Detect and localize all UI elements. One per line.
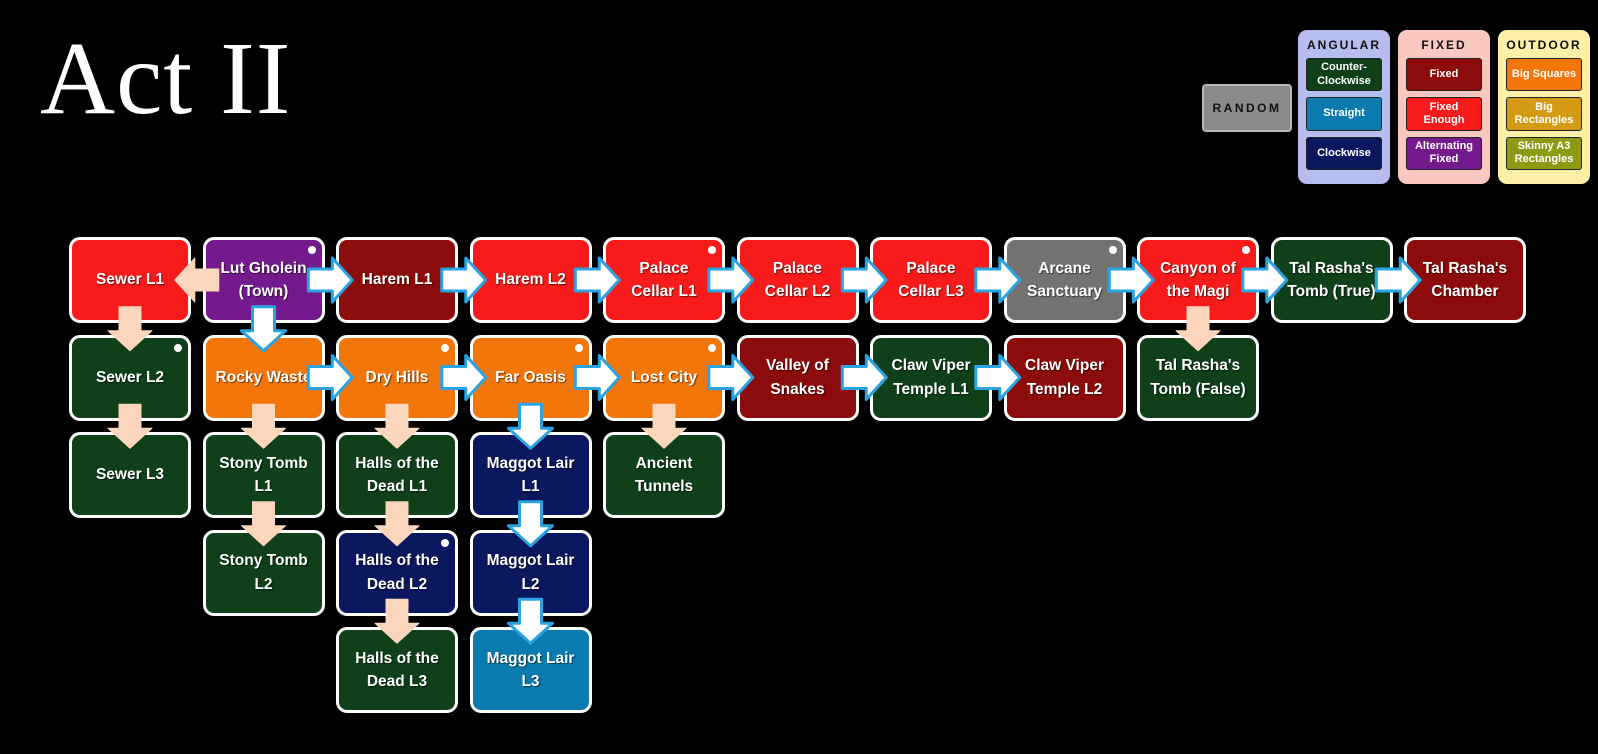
area-maggot-lair-l2: Maggot Lair L2	[469, 529, 592, 616]
marker-dot-icon	[441, 343, 449, 352]
legend-panel-fixed: FIXED Fixed Fixed Enough Alternating Fix…	[1398, 30, 1490, 184]
area-tal-rashas-tomb-true: Tal Rasha's Tomb (True)	[1270, 237, 1393, 323]
area-label: Halls of the Dead L3	[355, 649, 439, 690]
area-harem-l2: Harem L2	[469, 237, 592, 323]
legend-item-fixed-enough: Fixed Enough	[1406, 97, 1482, 131]
area-label: Maggot Lair L1	[486, 454, 575, 495]
legend-item-fixed: Fixed	[1406, 58, 1482, 92]
area-label: Valley of Snakes	[766, 357, 829, 398]
area-label: Sewer L1	[95, 271, 165, 289]
area-claw-viper-temple-l2: Claw Viper Temple L2	[1003, 334, 1126, 421]
area-far-oasis: Far Oasis	[469, 334, 592, 421]
area-label: Halls of the Dead L1	[355, 454, 439, 495]
area-label: Arcane Sanctuary	[1027, 259, 1102, 300]
area-palace-cellar-l3: Palace Cellar L3	[870, 237, 992, 323]
area-label: Maggot Lair L2	[486, 552, 575, 593]
area-maggot-lair-l1: Maggot Lair L1	[469, 432, 592, 518]
legend-item-clockwise: Clockwise	[1306, 136, 1382, 170]
area-claw-viper-temple-l1: Claw Viper Temple L1	[870, 334, 992, 421]
legend-item-alternating-fixed: Alternating Fixed	[1406, 136, 1482, 170]
area-maggot-lair-l3: Maggot Lair L3	[469, 627, 592, 713]
area-halls-of-the-dead-l2: Halls of the Dead L2	[336, 529, 458, 616]
area-halls-of-the-dead-l1: Halls of the Dead L1	[336, 432, 458, 518]
area-label: Maggot Lair L3	[486, 649, 575, 690]
area-tal-rashas-tomb-false: Tal Rasha's Tomb (False)	[1137, 334, 1259, 421]
area-ancient-tunnels: Ancient Tunnels	[603, 432, 725, 518]
area-halls-of-the-dead-l3: Halls of the Dead L3	[336, 627, 458, 713]
area-label: Palace Cellar L1	[631, 259, 697, 300]
legend-item-skinny-a3-rectangles: Skinny A3 Rectangles	[1506, 136, 1582, 170]
area-palace-cellar-l2: Palace Cellar L2	[736, 237, 859, 323]
marker-dot-icon	[1242, 246, 1250, 254]
legend-item-straight: Straight	[1306, 97, 1382, 131]
marker-dot-icon	[574, 343, 583, 352]
area-label: Sewer L2	[95, 368, 165, 386]
area-label: Palace Cellar L2	[764, 259, 831, 300]
area-tal-rashas-chamber: Tal Rasha's Chamber	[1404, 237, 1526, 323]
area-dry-hills: Dry Hills	[336, 334, 458, 421]
legend-heading: ANGULAR	[1307, 38, 1381, 52]
area-label: Tal Rasha's Tomb (False)	[1150, 357, 1246, 398]
area-palace-cellar-l1: Palace Cellar L1	[603, 237, 725, 323]
area-label: Canyon of the Magi	[1160, 259, 1236, 300]
area-label: Tal Rasha's Tomb (True)	[1287, 259, 1376, 300]
area-label: Stony Tomb L2	[219, 552, 308, 593]
area-sewer-l2: Sewer L2	[69, 334, 191, 421]
area-stony-tomb-l2: Stony Tomb L2	[202, 529, 325, 616]
legend-item-counter-clockwise: Counter- Clockwise	[1306, 58, 1382, 92]
legend-panel-outdoor: OUTDOOR Big Squares Big Rectangles Skinn…	[1498, 30, 1590, 184]
area-sewer-l1: Sewer L1	[69, 237, 191, 323]
area-label: Tal Rasha's Chamber	[1422, 259, 1508, 300]
area-stony-tomb-l1: Stony Tomb L1	[202, 432, 325, 518]
area-label: Lut Gholein (Town)	[220, 259, 307, 300]
area-label: Ancient Tunnels	[634, 454, 694, 495]
marker-dot-icon	[307, 246, 316, 254]
area-label: Palace Cellar L3	[898, 259, 964, 300]
area-label: Stony Tomb L1	[219, 454, 308, 495]
area-label: Claw Viper Temple L1	[891, 357, 971, 398]
area-valley-of-snakes: Valley of Snakes	[736, 334, 859, 421]
area-label: Harem L1	[361, 271, 433, 289]
area-canyon-of-the-magi: Canyon of the Magi	[1137, 237, 1259, 323]
legend-item-big-squares: Big Squares	[1506, 58, 1582, 92]
area-sewer-l3: Sewer L3	[69, 432, 191, 518]
area-rocky-waste: Rocky Waste	[202, 334, 325, 421]
marker-dot-icon	[708, 343, 716, 352]
area-label: Claw Viper Temple L2	[1025, 357, 1104, 398]
area-label: Lost City	[630, 368, 698, 386]
area-label: Far Oasis	[495, 368, 566, 386]
legend-panel-angular: ANGULAR Counter- Clockwise Straight Cloc…	[1298, 30, 1390, 184]
area-label: Sewer L3	[95, 466, 165, 484]
area-arcane-sanctuary: Arcane Sanctuary	[1003, 237, 1126, 323]
random-legend-box: RANDOM	[1202, 84, 1292, 132]
marker-dot-icon	[441, 538, 449, 547]
legend-heading: OUTDOOR	[1506, 38, 1582, 52]
area-lut-gholein: Lut Gholein (Town)	[202, 237, 325, 323]
legend-heading: FIXED	[1421, 38, 1467, 52]
area-label: Dry Hills	[365, 368, 429, 386]
area-lost-city: Lost City	[603, 334, 725, 421]
marker-dot-icon	[1108, 246, 1117, 254]
page-title: Act II	[40, 21, 292, 136]
area-label: Rocky Waste	[215, 368, 312, 386]
area-label: Halls of the Dead L2	[355, 552, 439, 593]
legend-item-big-rectangles: Big Rectangles	[1506, 97, 1582, 131]
marker-dot-icon	[174, 343, 182, 352]
area-harem-l1: Harem L1	[336, 237, 458, 323]
marker-dot-icon	[708, 246, 716, 254]
area-label: Harem L2	[495, 271, 566, 289]
